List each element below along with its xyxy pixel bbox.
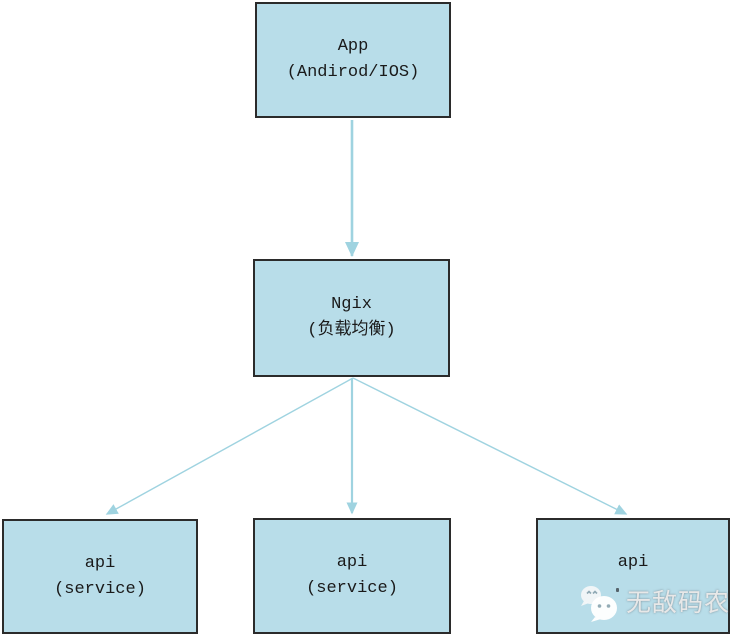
arrow-ngix-to-api-right: [352, 377, 628, 515]
arrow-ngix-to-api-left: [105, 377, 354, 515]
node-app-sublabel: (Andirod/IOS): [286, 63, 420, 82]
node-ngix-sublabel: (负载均衡): [307, 321, 396, 340]
node-api-middle: api (service): [253, 518, 451, 634]
node-app-label: App: [337, 37, 369, 56]
node-api-left-sublabel: (service): [54, 579, 146, 599]
node-api-left: api (service): [2, 519, 198, 634]
node-api-middle-sublabel: (service): [306, 579, 398, 598]
node-app: App (Andirod/IOS): [255, 2, 451, 118]
node-api-right-label: api: [617, 553, 649, 572]
node-api-left-label: api: [84, 553, 116, 573]
node-api-middle-label: api: [336, 553, 368, 572]
node-ngix: Ngix (负载均衡): [253, 259, 450, 377]
node-ngix-label: Ngix: [331, 295, 372, 314]
node-api-right: api: [536, 518, 730, 634]
